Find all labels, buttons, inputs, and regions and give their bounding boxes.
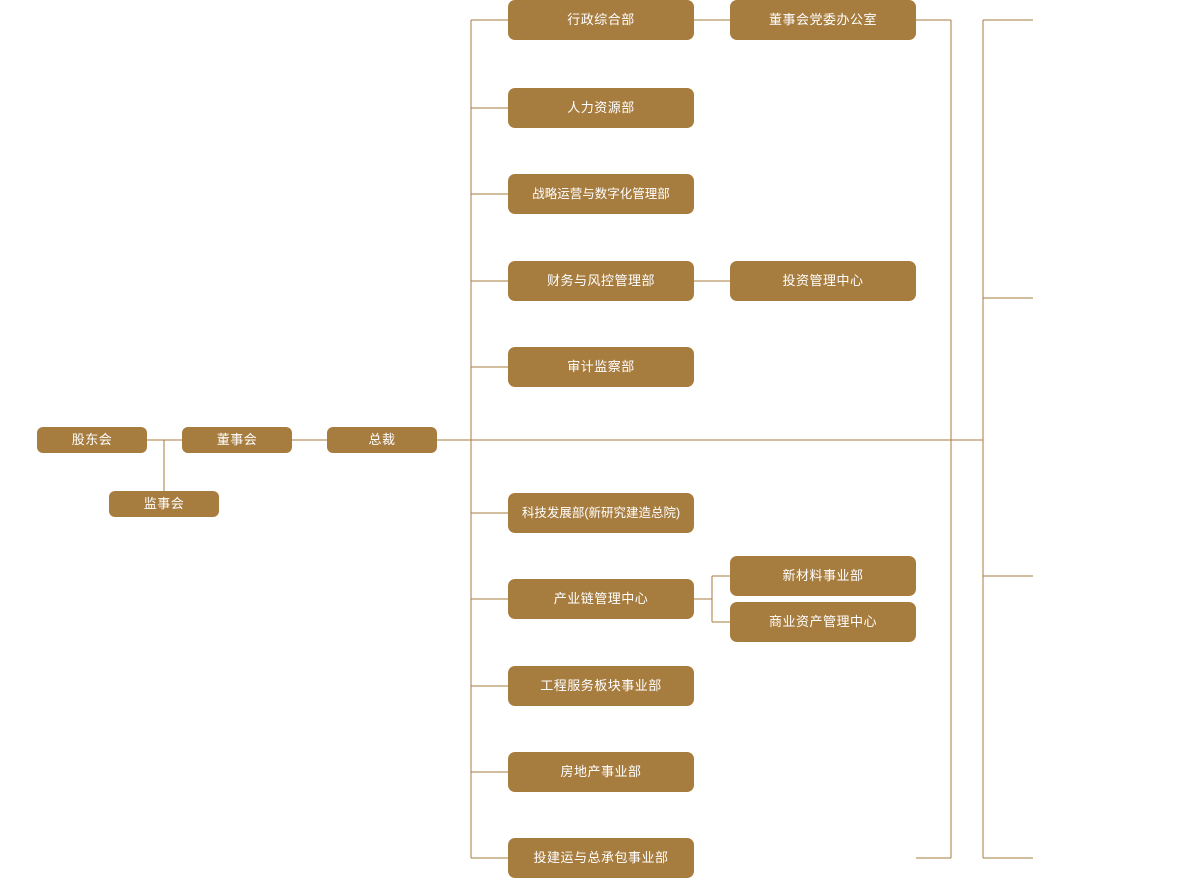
- node-board-of-directors[interactable]: 董事会: [182, 427, 292, 453]
- node-new-materials-division[interactable]: 新材料事业部: [730, 556, 916, 596]
- node-industry-chain-center[interactable]: 产业链管理中心: [508, 579, 694, 619]
- node-commercial-asset-management-center[interactable]: 商业资产管理中心: [730, 602, 916, 642]
- node-investment-construction-division[interactable]: 投建运与总承包事业部: [508, 838, 694, 878]
- node-strategy-digital-department[interactable]: 战略运营与数字化管理部: [508, 174, 694, 214]
- node-board-of-supervisors[interactable]: 监事会: [109, 491, 219, 517]
- node-real-estate-division[interactable]: 房地产事业部: [508, 752, 694, 792]
- node-audit-department[interactable]: 审计监察部: [508, 347, 694, 387]
- node-admin-department[interactable]: 行政综合部: [508, 0, 694, 40]
- node-investment-management-center[interactable]: 投资管理中心: [730, 261, 916, 301]
- node-finance-risk-department[interactable]: 财务与风控管理部: [508, 261, 694, 301]
- node-president[interactable]: 总裁: [327, 427, 437, 453]
- node-hr-department[interactable]: 人力资源部: [508, 88, 694, 128]
- node-board-party-committee-office[interactable]: 董事会党委办公室: [730, 0, 916, 40]
- node-shareholders[interactable]: 股东会: [37, 427, 147, 453]
- node-engineering-services-division[interactable]: 工程服务板块事业部: [508, 666, 694, 706]
- node-technology-development-department[interactable]: 科技发展部(新研究建造总院): [508, 493, 694, 533]
